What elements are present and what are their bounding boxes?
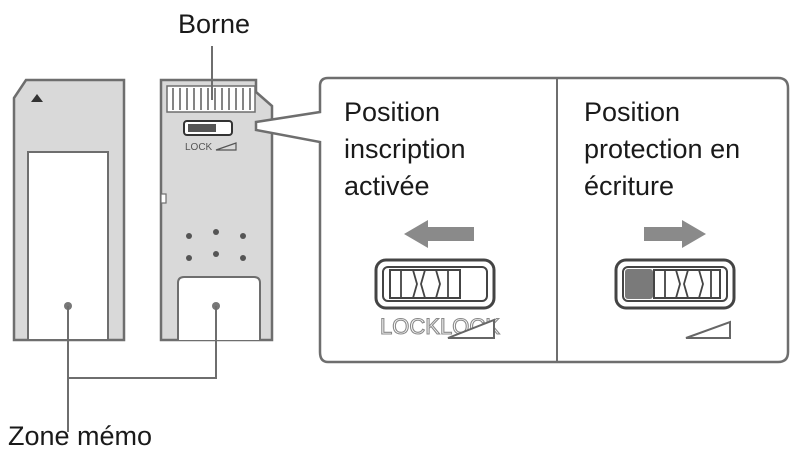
memo-connector-line	[67, 306, 217, 379]
protect-wedge-icon	[685, 320, 731, 339]
switch-write-protected	[614, 258, 736, 310]
write-protected-line-2: protection en	[584, 134, 741, 164]
card-back-body	[159, 78, 274, 342]
switch-write-enabled	[374, 258, 496, 310]
lock-label-1: LOCK	[380, 314, 440, 339]
card-back: LOCK	[159, 78, 274, 342]
side-notch	[160, 193, 167, 204]
arrow-left-icon	[404, 220, 474, 248]
label-borne: Borne	[178, 9, 251, 39]
write-enabled-line-2: inscription	[344, 134, 466, 164]
insert-direction-triangle-icon	[31, 94, 43, 102]
callout-panel	[254, 76, 790, 364]
card-lock-wedge-icon	[215, 142, 237, 151]
arrow-right-icon	[644, 220, 706, 248]
write-protected-line-3: écriture	[584, 171, 675, 201]
card-lock-label: LOCK	[185, 142, 213, 153]
dot-grid	[186, 229, 246, 261]
lock-wedge-icon	[447, 318, 495, 339]
terminal-pins	[172, 88, 251, 110]
write-enabled-line-3: activée	[344, 171, 430, 201]
write-protected-line-1: Position	[584, 97, 681, 127]
card-lock-knob	[188, 124, 216, 132]
label-zone-memo: Zone mémo	[8, 421, 153, 451]
lock-labels-write-enabled: LOCK LOCK	[379, 313, 500, 339]
write-enabled-line-1: Position	[344, 97, 441, 127]
card-front	[12, 78, 126, 342]
